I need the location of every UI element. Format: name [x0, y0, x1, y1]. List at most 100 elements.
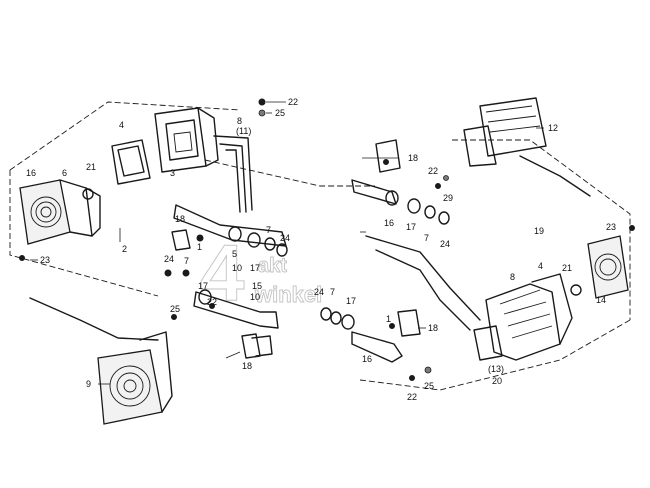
callout-4-left: 4 — [119, 120, 124, 130]
right-assembly-boundary-bottom — [359, 319, 631, 391]
callout-23-right: 23 — [606, 222, 616, 232]
lens-14 — [587, 235, 629, 299]
socket-inner — [173, 131, 193, 153]
nut-1b — [389, 323, 395, 329]
callout-labels: 22 25 8 (11) 4 3 16 6 21 2 23 18 1 7 5 2… — [26, 97, 616, 402]
bolt-22e — [409, 375, 415, 381]
callout-17-center: 17 — [346, 296, 356, 306]
callout-14: 14 — [596, 295, 606, 305]
callout-18-left-upper: 18 — [175, 214, 185, 224]
housing-12-ribs — [485, 105, 541, 133]
lens-9-pattern-mid — [116, 372, 144, 400]
nut-24d — [438, 211, 450, 225]
collar-17a — [247, 232, 261, 248]
watermark-text-top: akt — [258, 255, 287, 277]
callout-18-left-lower: 18 — [242, 361, 252, 371]
cushion-18a — [171, 229, 191, 251]
wire-19a — [365, 235, 481, 321]
callout-16-center: 16 — [362, 354, 372, 364]
washer-7e — [424, 205, 436, 219]
lens-pattern-outer — [30, 196, 62, 228]
gasket-4b — [531, 273, 573, 345]
callout-21-left: 21 — [86, 162, 96, 172]
lead-wire-9 — [29, 297, 159, 341]
callout-17-lower: 17 — [198, 281, 208, 291]
cushion-18c — [397, 309, 421, 337]
callout-16-right: 16 — [384, 218, 394, 228]
nut-24b — [276, 243, 288, 257]
callout-8-top: 8 — [237, 116, 242, 126]
watermark-text-bottom: winkel — [254, 282, 322, 307]
callout-13: (13) — [488, 364, 504, 374]
lens-pattern-mid — [35, 201, 57, 223]
callout-24-right: 24 — [440, 239, 450, 249]
bulb-21b — [570, 284, 582, 296]
callout-7-right: 7 — [424, 233, 429, 243]
callout-17-upper: 17 — [250, 263, 260, 273]
callout-8-right: 8 — [510, 272, 515, 282]
callout-7-upper: 7 — [266, 225, 271, 235]
callout-7-center: 7 — [330, 287, 335, 297]
assembly-boundaries — [9, 101, 631, 391]
right-turn-signal-assembly — [365, 225, 635, 381]
callout-12: 12 — [548, 123, 558, 133]
housing-9 — [139, 331, 173, 413]
left-assembly-boundary-side — [9, 170, 159, 297]
lens-9-pattern-inner — [123, 379, 137, 393]
right-upper-mount — [351, 139, 450, 225]
lens-9 — [97, 349, 163, 425]
lens-9-pattern-outer — [109, 365, 151, 407]
washer-25 — [258, 109, 266, 117]
bolt-22b — [209, 303, 215, 309]
callout-17-right: 17 — [406, 222, 416, 232]
socket-20 — [473, 325, 503, 361]
nut-24a — [164, 269, 172, 277]
washer-7d — [330, 311, 342, 325]
callout-6: 6 — [62, 168, 67, 178]
washer-16c — [385, 190, 399, 206]
callout-23-left: 23 — [40, 255, 50, 265]
callout-1-left: 1 — [197, 242, 202, 252]
lens-14-pattern-outer — [594, 253, 622, 281]
front-left-turn-signal — [29, 297, 173, 425]
center-mount-assembly — [320, 307, 421, 363]
lower-stay-15 — [193, 291, 279, 329]
upper-left-housing — [111, 98, 266, 213]
callout-18-right: 18 — [408, 153, 418, 163]
callout-19: 19 — [534, 226, 544, 236]
housing-3 — [154, 107, 207, 173]
callout-29: 29 — [443, 193, 453, 203]
washer-25c — [424, 366, 432, 374]
leader-18b — [225, 351, 241, 359]
callout-22-right-upper: 22 — [428, 166, 438, 176]
housing-12-face — [463, 125, 497, 167]
callout-5: 5 — [232, 249, 237, 259]
callout-10-lower: 10 — [250, 292, 260, 302]
lens-pattern-inner — [40, 206, 52, 218]
bolt-22c-head — [383, 159, 389, 165]
right-top-housing-12 — [463, 97, 591, 197]
callout-7-left: 7 — [184, 256, 189, 266]
housing-12-wire — [519, 155, 591, 197]
bolt-22d — [435, 183, 441, 189]
callout-4-right: 4 — [538, 261, 543, 271]
washer-29 — [443, 175, 449, 181]
wire-19b — [375, 249, 471, 331]
callout-2: 2 — [122, 244, 127, 254]
callout-10-upper: 10 — [232, 263, 242, 273]
gasket-4-inner — [117, 145, 145, 177]
bolt-22 — [258, 98, 266, 106]
left-bracket-assembly — [164, 204, 288, 359]
screw-23b — [629, 225, 635, 231]
callout-20: 20 — [492, 376, 502, 386]
left-assembly-boundary-top — [9, 101, 241, 171]
lens-14-pattern-inner — [599, 258, 617, 276]
watermark-number: 4 — [200, 228, 245, 317]
callout-24-upper: 24 — [280, 233, 290, 243]
callout-24-left: 24 — [164, 254, 174, 264]
washer-7b — [264, 237, 276, 251]
nut-1a — [196, 234, 204, 242]
washer-25b — [171, 314, 177, 320]
left-assembly-boundary-mid — [204, 159, 375, 187]
